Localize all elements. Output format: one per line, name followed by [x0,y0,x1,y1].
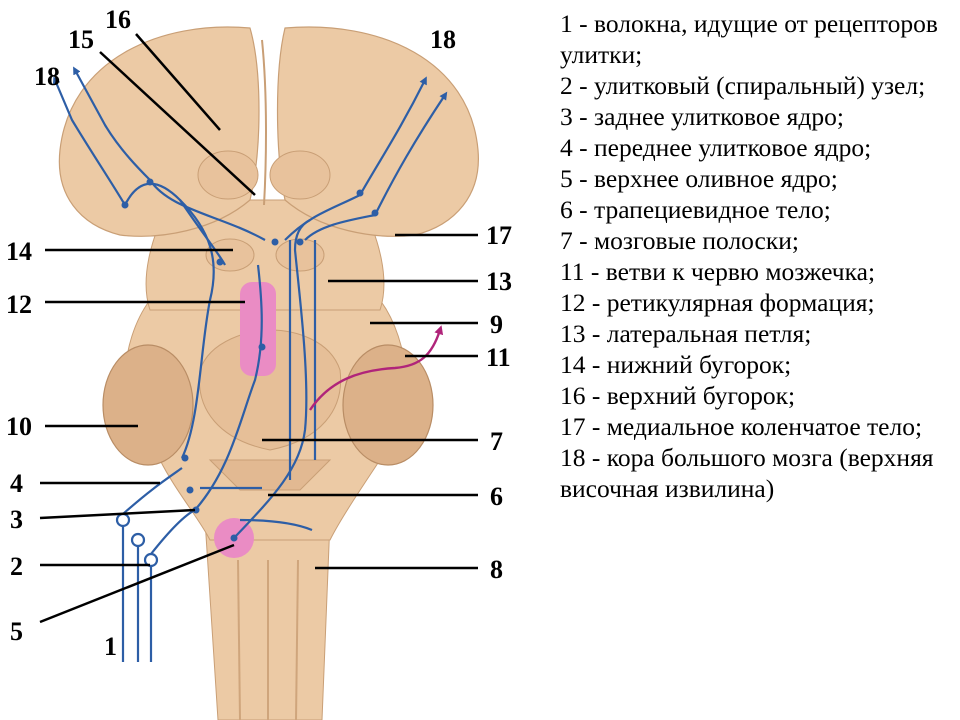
superior-colliculus-right [269,150,331,200]
label-2: 2 [10,552,23,581]
label-1: 1 [104,632,117,661]
label-15: 15 [68,25,94,54]
legend-item: 4 - переднее улитковое ядро; [560,133,872,162]
label-5: 5 [10,617,23,646]
legend-item: 6 - трапециевидное тело; [560,195,831,224]
right-hemisphere [276,26,479,237]
legend-item: 3 - заднее улитковое ядро; [560,102,844,131]
label-4: 4 [10,469,23,498]
label-14: 14 [6,237,32,266]
middle-cerebellar-peduncle-right [342,344,434,466]
label-17: 17 [486,221,512,250]
label-18-left: 18 [34,62,60,91]
legend-item: 17 - медиальное коленчатое тело; [560,412,923,441]
legend-item: 13 - латеральная петля; [560,319,812,348]
legend-item: 11 - ветви к червю мозжечка; [560,257,876,286]
label-8: 8 [490,555,503,584]
legend-item: 12 - ретикулярная формация; [560,288,875,317]
label-12: 12 [6,290,32,319]
legend-item: 14 - нижний бугорок; [560,350,792,379]
legend-item: 5 - верхнее оливное ядро; [560,164,838,193]
label-9: 9 [490,310,503,339]
label-18-right: 18 [430,25,456,54]
middle-cerebellar-peduncle-left [102,344,194,466]
superior-colliculus-left [197,150,259,200]
reticular-formation [240,282,276,376]
legend: 1 - волокна, идущие от рецепторов улитки… [560,8,952,504]
auditory-pathways [52,66,448,662]
legend-item: 18 - кора большого мозга (верхняя височн… [560,443,934,503]
cerebellar-branch [309,325,444,411]
label-3: 3 [10,505,23,534]
legend-item: 7 - мозговые полоски; [560,226,800,255]
label-10: 10 [6,412,32,441]
label-16: 16 [105,5,131,34]
legend-item: 2 - улитковый (спиральный) узел; [560,71,926,100]
auditory-pathway-diagram: 16 15 18 18 14 12 10 4 3 2 5 1 17 13 9 1… [6,5,512,720]
legend-item: 16 - верхний бугорок; [560,381,796,410]
legend-item: 1 - волокна, идущие от рецепторов улитки… [560,9,938,69]
leader-lines [39,33,478,624]
label-11: 11 [486,343,511,372]
left-hemisphere [58,26,260,237]
label-13: 13 [486,267,512,296]
label-6: 6 [490,482,503,511]
label-7: 7 [490,427,503,456]
number-labels: 16 15 18 18 14 12 10 4 3 2 5 1 17 13 9 1… [6,5,512,661]
